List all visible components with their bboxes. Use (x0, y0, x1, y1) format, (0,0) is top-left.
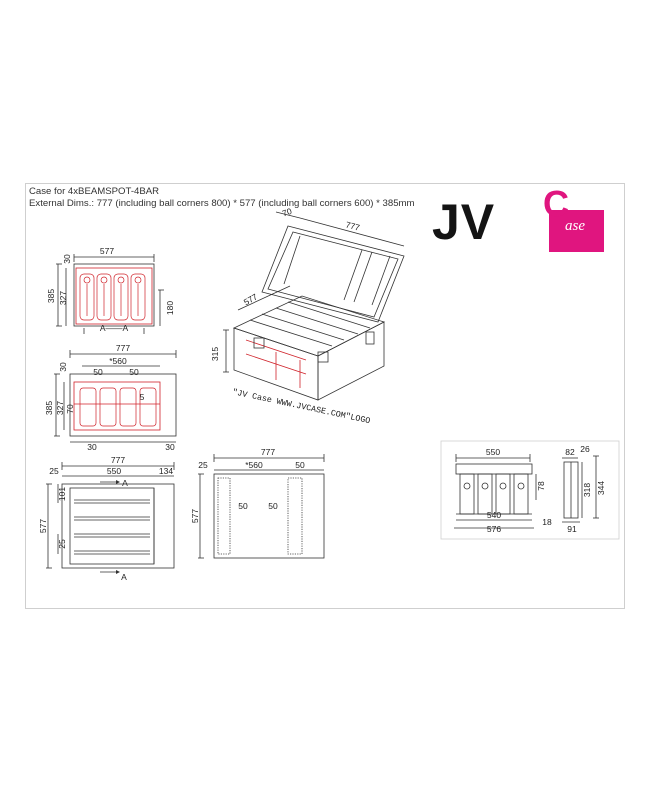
v6-d18: 18 (542, 517, 552, 527)
v2-d50a: 50 (93, 367, 103, 377)
plan-view (46, 462, 175, 574)
v2-w560: *560 (109, 356, 127, 366)
isometric-case-view (223, 211, 405, 401)
v6-d26: 26 (580, 444, 590, 454)
v1-h30: 30 (62, 254, 72, 264)
v2-h30: 30 (58, 362, 68, 372)
v2-b30b: 30 (165, 442, 175, 452)
v1-h327: 327 (58, 291, 68, 305)
v2-width: 777 (116, 343, 130, 353)
drawing-sheet (25, 183, 625, 609)
v1-h180: 180 (165, 301, 175, 315)
fixture-frame (440, 440, 620, 540)
v4-h577: 577 (190, 509, 200, 523)
logo-caption: "JV Case WWW.JVCASE.COM"LOGO (231, 387, 371, 426)
section-label-aa: A——A (100, 323, 129, 333)
lid-view (198, 454, 325, 559)
v2-h70: 70 (65, 404, 75, 414)
v6-h344: 344 (596, 481, 606, 495)
v4-d560: *560 (245, 460, 263, 470)
v3-section-a-top: A (122, 478, 128, 488)
v6-d91: 91 (567, 524, 577, 534)
v4-d25: 25 (198, 460, 208, 470)
v4-inner-50a: 50 (238, 501, 248, 511)
v2-h327: 327 (55, 401, 65, 415)
v3-d550: 550 (107, 466, 121, 476)
iso-d577: 577 (242, 291, 260, 307)
v2-b30a: 30 (87, 442, 97, 452)
iso-d777: 777 (345, 220, 361, 233)
v6-h318: 318 (582, 483, 592, 497)
v1-width: 577 (100, 246, 114, 256)
fixture-side-view (562, 455, 599, 523)
v1-h385: 385 (46, 289, 56, 303)
v5-width: 550 (486, 447, 500, 457)
v4-d50: 50 (295, 460, 305, 470)
iso-d70: 70 (281, 206, 294, 219)
v2-d5: 5 (140, 392, 145, 402)
v3-d134: 134 (159, 466, 173, 476)
v3-h577: 577 (38, 519, 48, 533)
v3-d25: 25 (49, 466, 59, 476)
v3-h25: 25 (57, 539, 67, 549)
v3-h101: 101 (57, 487, 67, 501)
jv-case-logo: JV C ase (432, 186, 604, 256)
v5-h78: 78 (536, 481, 546, 491)
v3-section-a-bottom: A (121, 572, 127, 582)
v6-d82: 82 (565, 447, 575, 457)
v4-inner-50b: 50 (268, 501, 278, 511)
v5-w540: 540 (487, 510, 501, 520)
v2-h385: 385 (44, 401, 54, 415)
side-elevation-view (54, 350, 177, 443)
v5-w576: 576 (487, 524, 501, 534)
v4-width: 777 (261, 447, 275, 457)
iso-d315: 315 (210, 347, 220, 361)
case-title: Case for 4xBEAMSPOT-4BAR (29, 186, 160, 197)
v3-width: 777 (111, 455, 125, 465)
v2-d50b: 50 (129, 367, 139, 377)
fixture-front-view (454, 454, 537, 529)
external-dims: External Dims.: 777 (including ball corn… (29, 198, 415, 209)
front-section-view (56, 254, 164, 334)
